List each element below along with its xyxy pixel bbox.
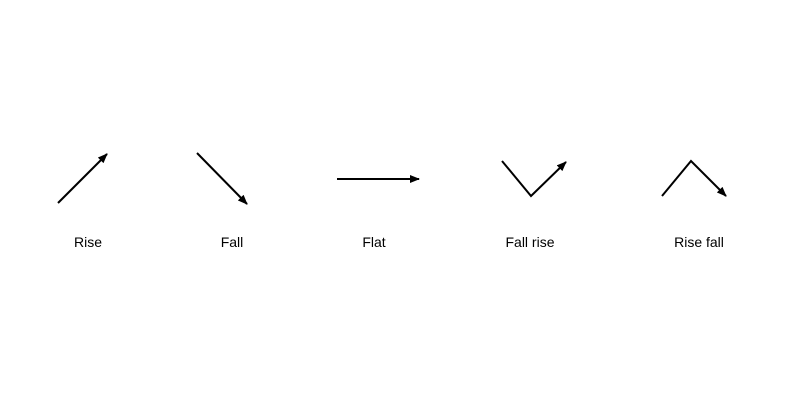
rise-fall-arrow xyxy=(661,159,727,197)
fall-rise-arrow xyxy=(501,160,567,198)
fall-rise-label: Fall rise xyxy=(505,234,554,250)
fall-pattern: Fall xyxy=(196,152,248,250)
rise-label: Rise xyxy=(74,234,102,250)
fall-label: Fall xyxy=(221,234,244,250)
flat-label: Flat xyxy=(362,234,385,250)
flat-pattern: Flat xyxy=(337,175,420,250)
fall-rise-pattern: Fall rise xyxy=(501,160,567,250)
rise-arrow xyxy=(57,153,108,204)
rise-pattern: Rise xyxy=(57,153,108,250)
fall-arrow xyxy=(196,152,248,205)
rise-fall-pattern: Rise fall xyxy=(661,159,727,250)
rise-fall-label: Rise fall xyxy=(674,234,724,250)
